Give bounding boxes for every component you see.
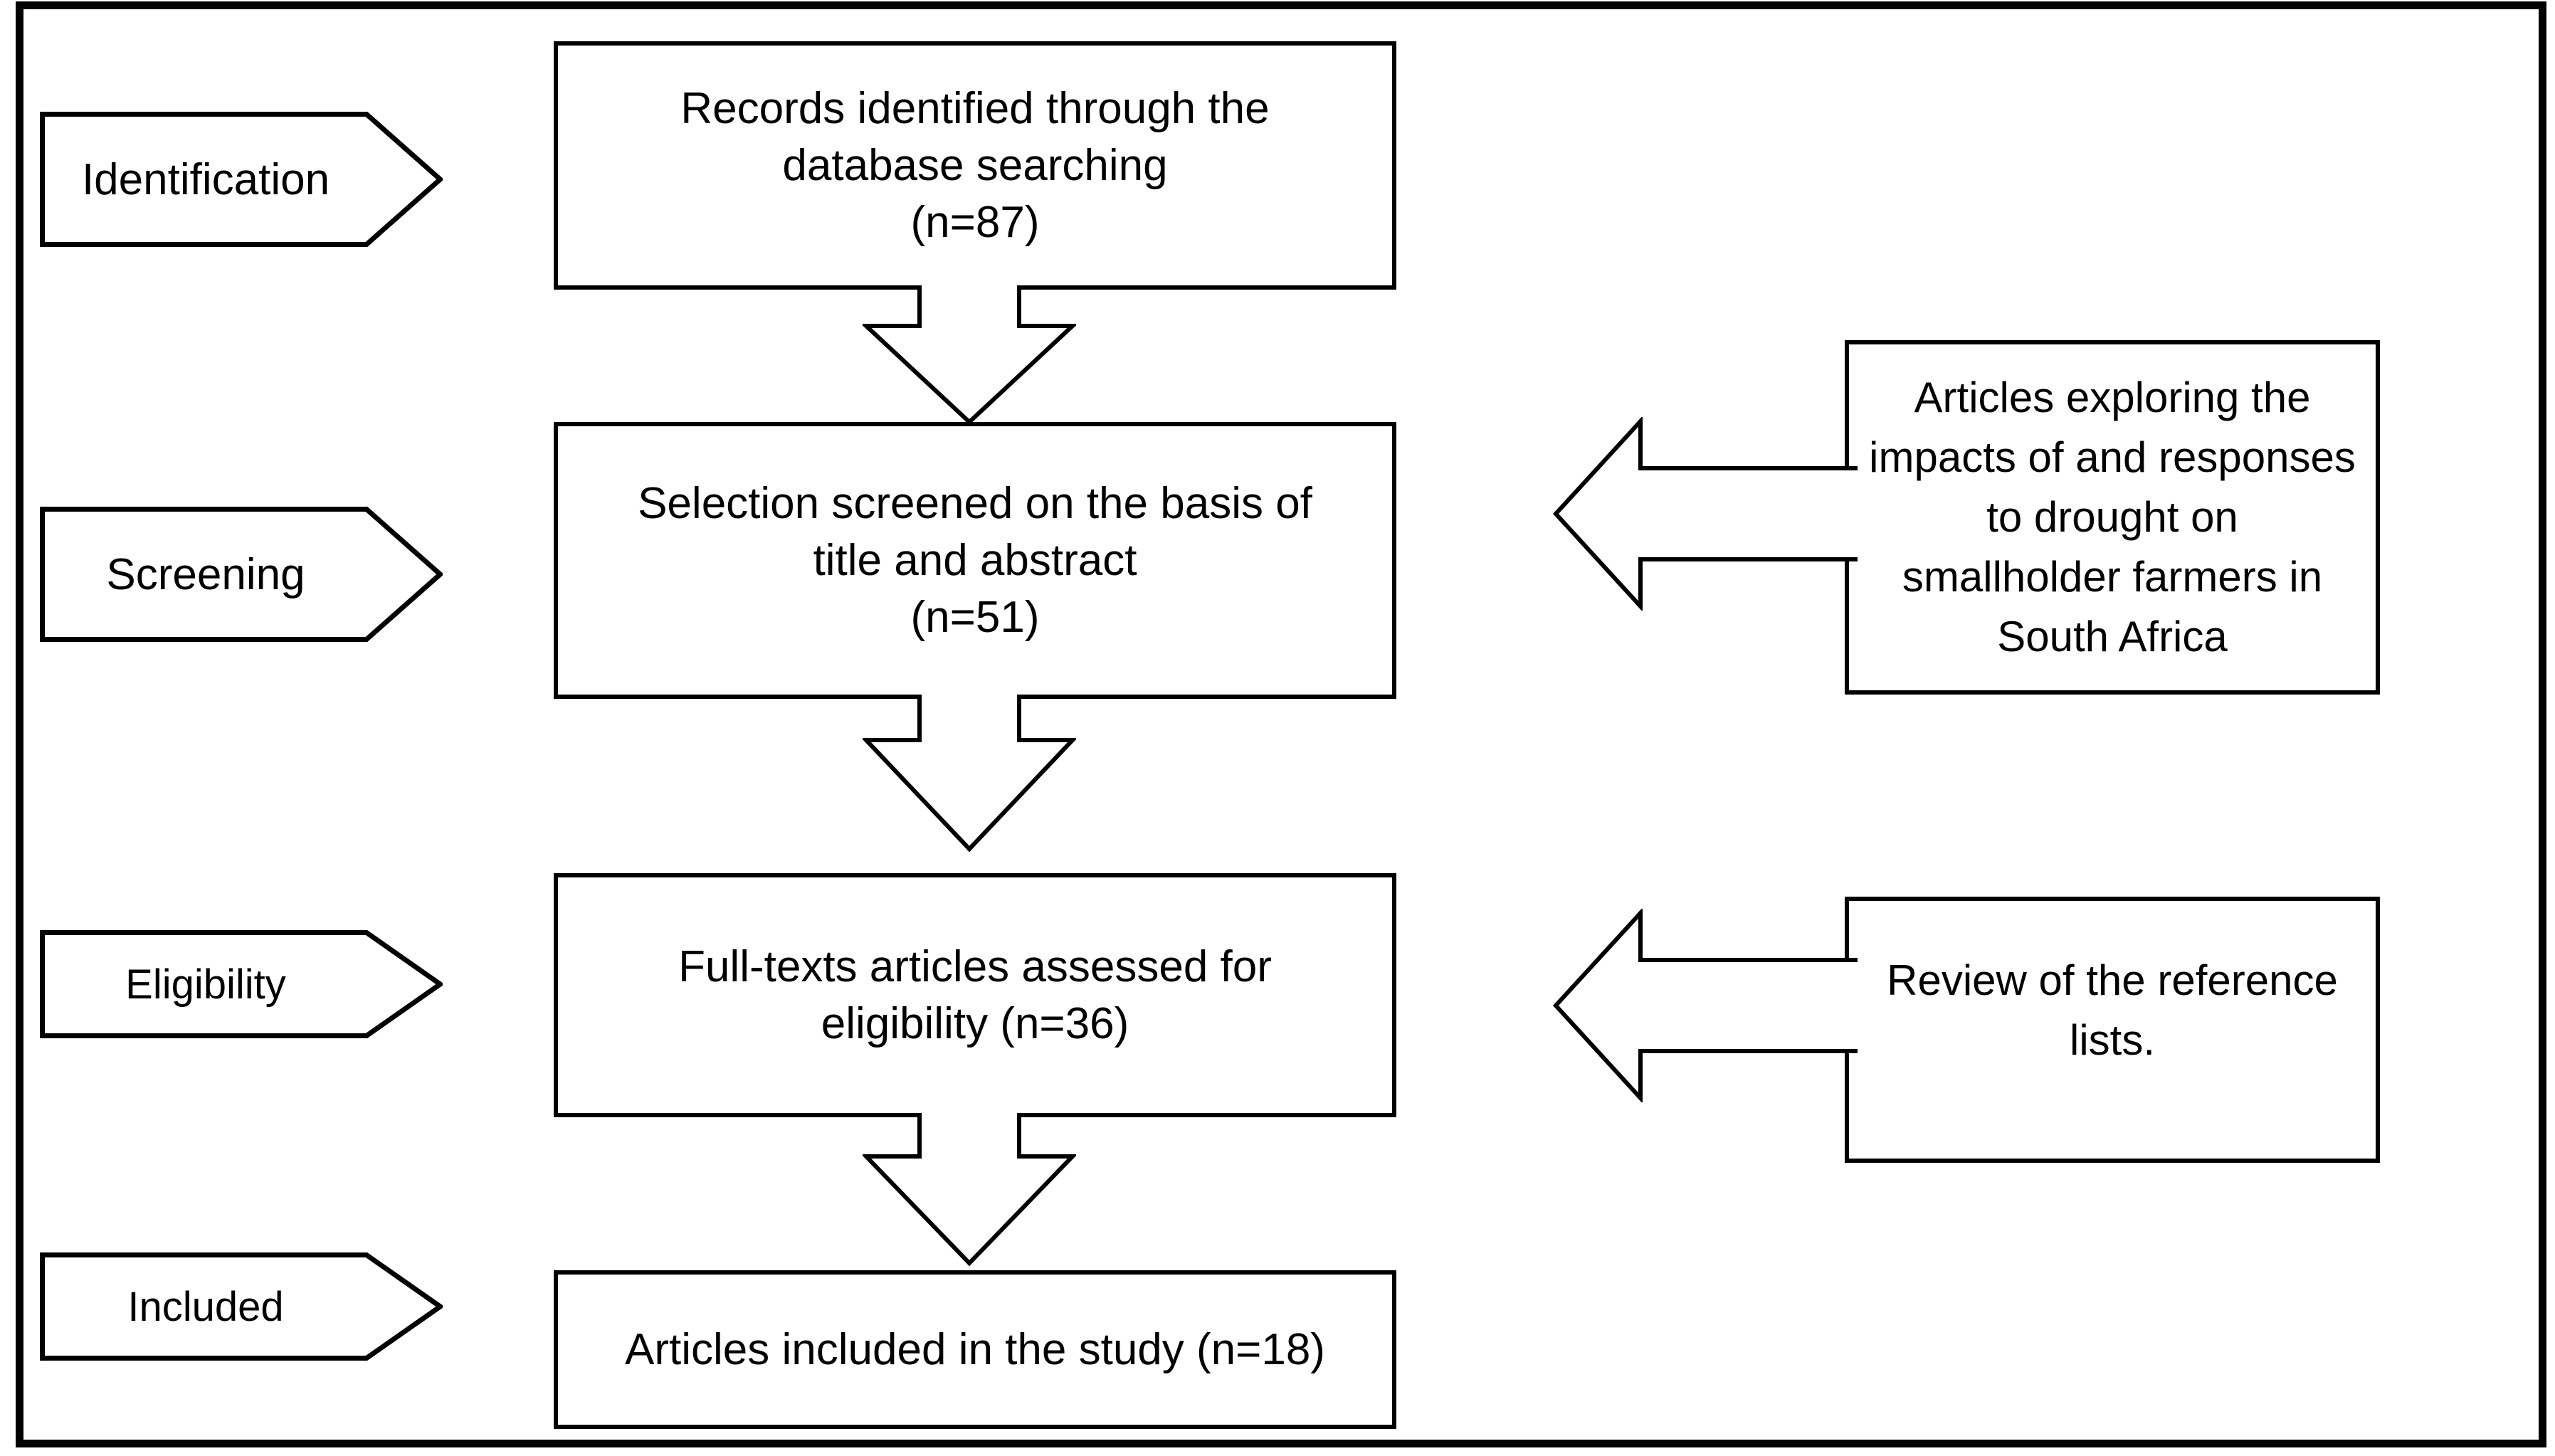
flow-box-line: title and abstract	[813, 535, 1137, 585]
chevron-right-shape-icon	[40, 112, 443, 247]
left-block-arrow-icon	[1552, 909, 1858, 1102]
side-note-line: Articles exploring the	[1914, 374, 2311, 421]
stage-chevron-screening: Screening	[40, 507, 443, 642]
side-note-search-criteria: Articles exploring the impacts of and re…	[1845, 340, 2380, 695]
side-note-line: lists.	[2070, 1016, 2155, 1064]
down-block-arrow-icon	[863, 695, 1076, 853]
stage-label: Eligibility	[125, 961, 286, 1008]
flow-box-line: Records identified through the	[680, 83, 1270, 133]
stage-label: Screening	[106, 549, 305, 599]
stage-chevron-included: Included	[40, 1252, 443, 1361]
flow-box-line: eligibility (n=36)	[821, 998, 1129, 1048]
left-arrow-2	[1552, 909, 1858, 1102]
diagram-border	[16, 1, 2546, 1447]
side-note-line: smallholder farmers in	[1902, 553, 2323, 601]
down-arrow-1	[863, 285, 1076, 428]
flow-box-title-abstract-screening: Selection screened on the basis of title…	[554, 422, 1396, 699]
flow-box-line: database searching	[782, 140, 1168, 190]
flow-box-line: Selection screened on the basis of	[638, 478, 1312, 528]
chevron-right-shape-icon	[40, 930, 443, 1038]
flow-box-fulltext-eligibility: Full-texts articles assessed for eligibi…	[554, 873, 1396, 1117]
side-note-line: to drought on	[1986, 493, 2238, 541]
left-block-arrow-icon	[1552, 417, 1858, 611]
side-note-line: South Africa	[1997, 613, 2228, 660]
chevron-right-shape-icon	[40, 1252, 443, 1361]
flow-box-records-identified: Records identified through the database …	[554, 41, 1396, 290]
left-arrow-1	[1552, 417, 1858, 611]
flow-box-line: Articles included in the study (n=18)	[625, 1324, 1325, 1374]
down-arrow-3	[863, 1113, 1076, 1266]
stage-label: Identification	[81, 154, 330, 204]
side-note-line: impacts of and responses	[1869, 433, 2356, 481]
flow-box-line: Full-texts articles assessed for	[678, 941, 1272, 991]
side-note-reference-lists: Review of the reference lists.	[1845, 897, 2380, 1163]
chevron-right-shape-icon	[40, 507, 443, 642]
stage-chevron-eligibility: Eligibility	[40, 930, 443, 1038]
down-block-arrow-icon	[863, 1113, 1076, 1266]
down-arrow-2	[863, 695, 1076, 853]
down-block-arrow-icon	[863, 285, 1076, 426]
side-note-line: Review of the reference	[1887, 956, 2338, 1004]
flow-box-line: (n=87)	[910, 197, 1040, 247]
flow-box-line: (n=51)	[910, 592, 1040, 642]
flow-box-included-articles: Articles included in the study (n=18)	[554, 1270, 1396, 1429]
stage-label: Included	[127, 1283, 284, 1330]
stage-chevron-identification: Identification	[40, 112, 443, 247]
